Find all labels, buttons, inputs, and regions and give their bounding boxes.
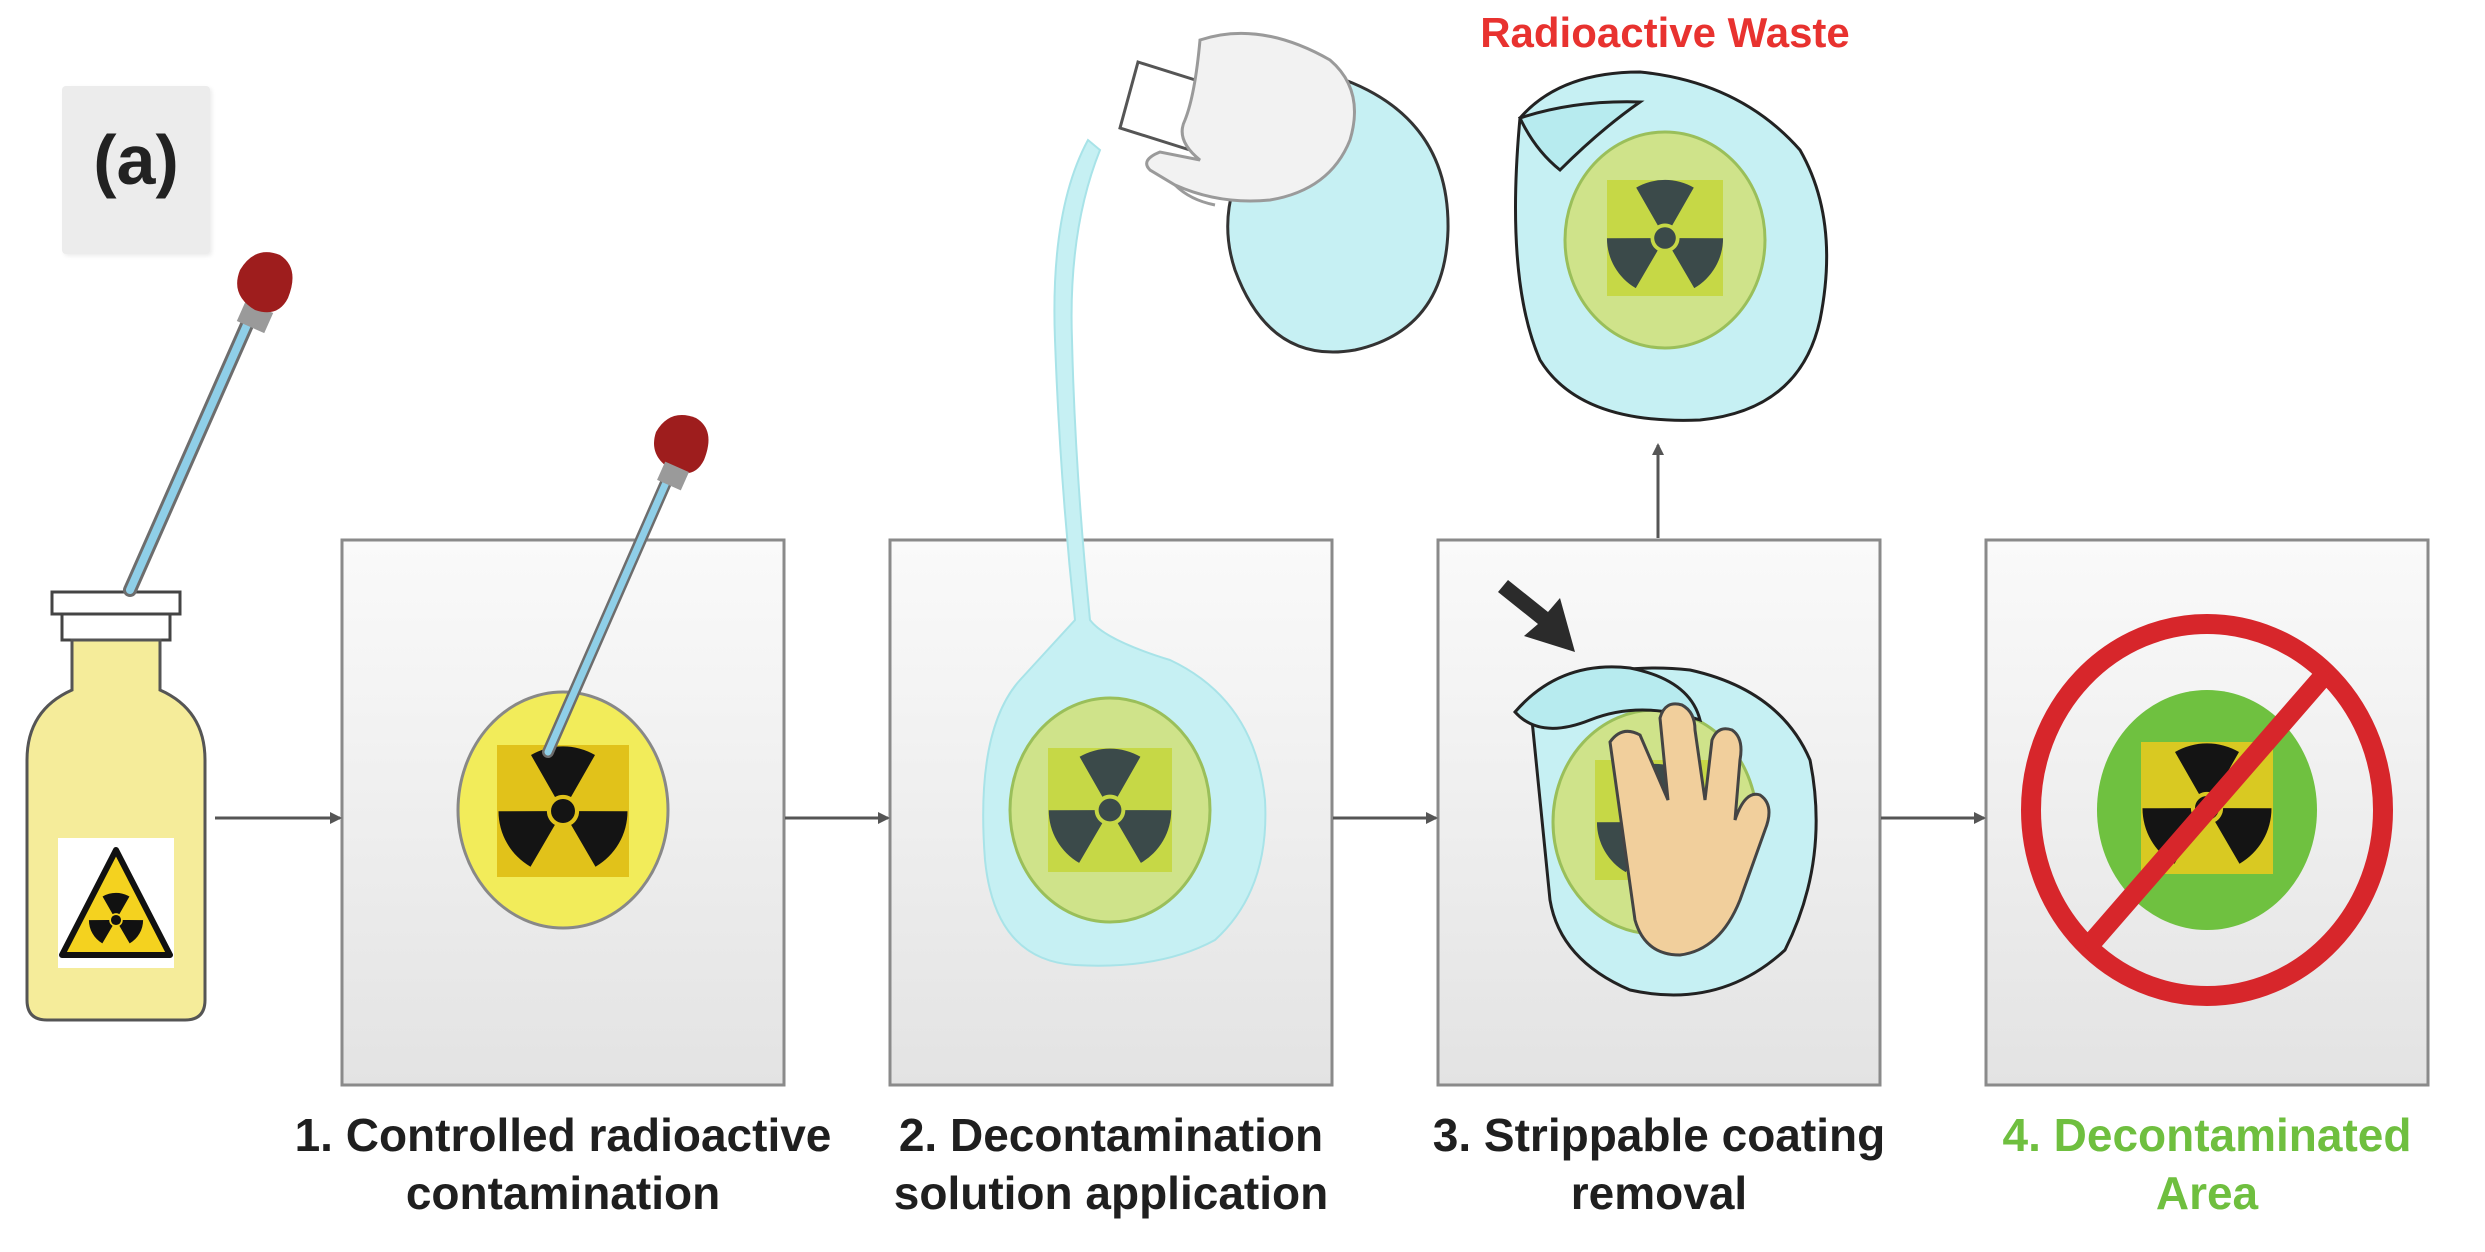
dropper-icon <box>542 415 709 758</box>
step-label-2: 2. Decontamination solution application <box>838 1106 1384 1222</box>
step-label-3-line1: 3. Strippable coating <box>1432 1109 1886 1161</box>
panel-label: (a) <box>93 121 179 199</box>
dropper-icon <box>123 252 293 597</box>
gloved-hand-icon <box>1118 31 1356 207</box>
step-label-1-line1: 1. Controlled radioactive <box>294 1109 832 1161</box>
step-label-1-line2: contamination <box>405 1167 721 1219</box>
pointer-arrow-icon <box>1498 580 1575 652</box>
step-label-2-line1: 2. Decontamination <box>898 1109 1324 1161</box>
step-label-3: 3. Strippable coating removal <box>1386 1106 1932 1222</box>
step-label-4-line1: 4. Decontaminated <box>2002 1109 2412 1161</box>
step-label-1: 1. Controlled radioactive contamination <box>290 1106 836 1222</box>
step-label-4-line2: Area <box>2155 1167 2259 1219</box>
prohibition-sign-icon <box>2021 614 2393 1006</box>
step-box-1 <box>340 538 786 1087</box>
hand-icon <box>1608 702 1771 957</box>
panel-label-box: (a) <box>62 86 210 254</box>
treated-spot <box>1008 696 1212 924</box>
step-label-4: 4. Decontaminated Area <box>1934 1106 2480 1222</box>
hazard-triangle-icon <box>58 838 174 968</box>
step-label-2-line2: solution application <box>893 1167 1329 1219</box>
step-label-3-line2: removal <box>1570 1167 1748 1219</box>
contaminated-spot <box>456 690 670 930</box>
waste-label: Radioactive Waste <box>1480 9 1850 56</box>
radioactive-waste <box>1514 70 1829 422</box>
